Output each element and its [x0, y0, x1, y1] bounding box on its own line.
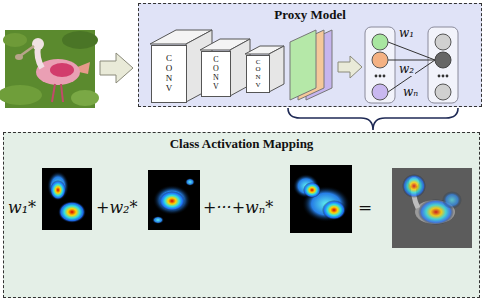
formula-term: +···+wₙ*: [203, 199, 273, 217]
conv-block: CONV: [151, 45, 187, 103]
heatmap: [50, 180, 66, 200]
cam-overlay-image: [402, 174, 426, 198]
feature-maps: [290, 30, 332, 100]
heatmap: [42, 168, 92, 230]
heatmap: [290, 165, 352, 233]
heatmap: [148, 170, 200, 230]
neuron-columns: [372, 84, 388, 100]
conv-block: CONV: [201, 51, 231, 97]
input-photo: [61, 84, 63, 102]
conv-block: CONV: [246, 55, 270, 93]
neuron-columns: [365, 27, 458, 103]
neuron-columns: [365, 27, 395, 103]
layer-label: CONV: [255, 59, 262, 90]
neuron-columns: [388, 42, 435, 60]
neuron-columns: [435, 52, 451, 68]
neuron-columns: [383, 75, 386, 78]
neuron-columns: [446, 75, 449, 78]
heatmap: [159, 191, 185, 211]
input-photo: [52, 84, 55, 102]
box-title: Class Activation Mapping: [170, 136, 314, 152]
input-photo: [0, 85, 42, 105]
formula-term: +w₂*: [96, 199, 138, 217]
heatmap: [290, 165, 352, 233]
input-photo: [0, 30, 99, 108]
neuron-columns: [438, 75, 441, 78]
input-photo: [62, 31, 98, 49]
cam-overlay-image: [442, 191, 462, 209]
weight-label: w₂: [398, 63, 415, 76]
panel-fill: [3, 3, 482, 298]
box-title: Proxy Model: [274, 7, 346, 23]
heatmap: [322, 200, 346, 220]
input-photo: [3, 33, 27, 47]
input-photo: [71, 90, 99, 106]
heatmap: [185, 178, 195, 186]
heatmap: [58, 201, 86, 223]
curly-bracket: [288, 108, 458, 130]
heatmap: [47, 171, 69, 201]
neuron-columns: [442, 75, 445, 78]
heatmap: [153, 185, 191, 215]
input-photo: [50, 63, 74, 77]
heatmap: [152, 216, 164, 224]
neuron-columns: [388, 60, 435, 61]
weight-label: wₙ: [402, 86, 419, 99]
input-photo: [20, 46, 34, 56]
neuron-columns: [375, 75, 378, 78]
conv-block-depth: [150, 30, 284, 102]
cam-overlay-image: [392, 168, 472, 248]
panel-box: Proxy ModelCONV CONV CONV: [138, 3, 482, 107]
layer-label: CONV: [212, 56, 220, 91]
input-photo: [32, 38, 44, 50]
formula-term: =: [358, 198, 372, 217]
heatmap: [148, 170, 200, 230]
conv-block-depth: [269, 46, 284, 92]
neuron-columns: [372, 52, 388, 68]
neuron-columns: [379, 75, 382, 78]
input-photo: [15, 54, 23, 60]
curly-bracket: [288, 108, 458, 130]
block-arrow: [338, 56, 362, 78]
feature-maps: [290, 30, 316, 100]
panel-fill: [3, 132, 480, 298]
weight-label: w₁: [398, 27, 415, 40]
panel-fill: [138, 3, 482, 107]
cam-overlay-image: [392, 168, 472, 248]
neuron-columns: [435, 34, 451, 50]
block-arrow: [100, 53, 133, 83]
heatmap: [42, 168, 92, 230]
neuron-columns: [428, 27, 458, 103]
layer-label: CONV: [165, 54, 174, 94]
neuron-columns: [435, 84, 451, 100]
heatmap: [303, 182, 321, 198]
neuron-columns: [372, 34, 388, 50]
formula-term: w₁*: [8, 199, 36, 217]
